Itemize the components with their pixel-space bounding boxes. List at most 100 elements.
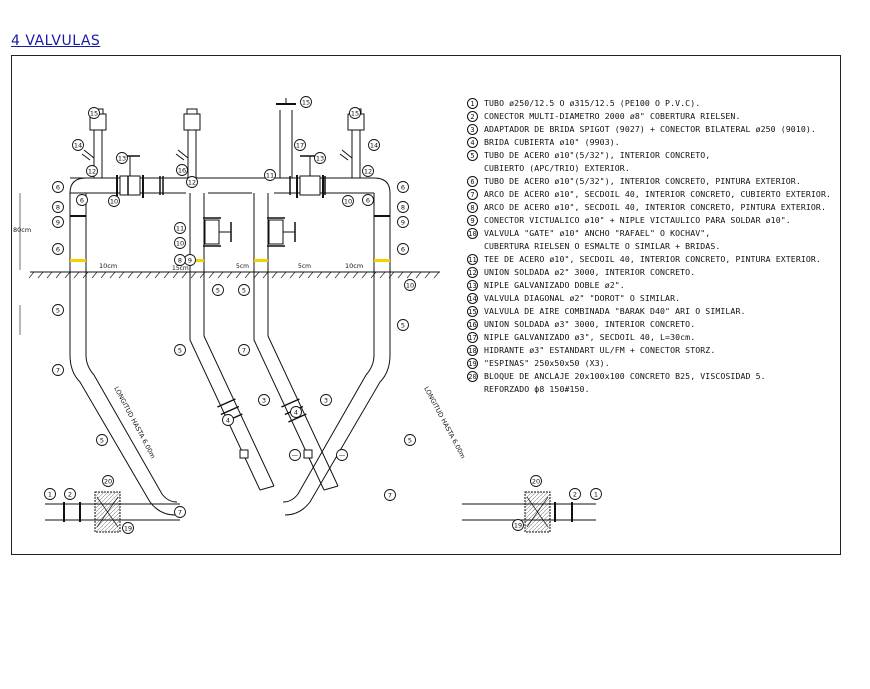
dimension-label: LONGITUD HASTA 6.00m xyxy=(422,385,467,460)
callout-number: 4 xyxy=(294,409,298,417)
ground-hatch xyxy=(109,271,116,279)
center-pipe xyxy=(189,330,261,491)
callout-number: 6 xyxy=(56,184,60,192)
legend-text: VALVULA DIAGONAL ø2" "DOROT" O SIMILAR. xyxy=(484,293,681,303)
callout-number: 6 xyxy=(56,246,60,254)
callout-circle xyxy=(174,254,186,266)
dimension-label: 10cm xyxy=(99,262,117,270)
callout-number: 5 xyxy=(408,437,412,445)
ground-hatch xyxy=(217,271,224,279)
ground-hatch xyxy=(190,271,197,279)
callout-circle xyxy=(86,165,98,177)
callout-circle xyxy=(52,364,64,376)
legend-text: UNION SOLDADA ø2" 3000, INTERIOR CONCRET… xyxy=(484,267,696,277)
callout-circle xyxy=(52,181,64,193)
callout-circle xyxy=(362,194,374,206)
legend-item: CUBERTURA RIELSEN O ESMALTE O SIMILAR + … xyxy=(467,240,831,253)
callout-circle xyxy=(397,201,409,213)
callout-number: 7 xyxy=(242,347,246,355)
diagonal-valve xyxy=(81,153,91,161)
callout-number: 20 xyxy=(104,478,112,486)
callout-number: 19 xyxy=(514,522,522,530)
callout-number: 12 xyxy=(188,179,196,187)
legend-text: VALVULA "GATE" ø10" ANCHO "RAFAEL" O KOC… xyxy=(484,228,711,238)
diagonal-valve xyxy=(175,153,185,161)
coupling xyxy=(220,405,240,416)
legend-number: 15 xyxy=(467,306,478,317)
ground-hatch xyxy=(73,271,80,279)
callout-circle xyxy=(44,488,56,500)
legend-number: 20 xyxy=(467,371,478,382)
ground-hatch xyxy=(433,271,440,279)
callout-circle xyxy=(174,237,186,249)
callout-number: 17 xyxy=(296,142,304,150)
coupling xyxy=(288,413,307,423)
callout-circle xyxy=(294,139,306,151)
callout-circle xyxy=(290,406,302,418)
callout-number: 13 xyxy=(118,155,126,163)
legend-text: CONECTOR VICTUALICO ø10" + NIPLE VICTAUL… xyxy=(484,215,791,225)
callout-number: 19 xyxy=(124,525,132,533)
ground-hatch xyxy=(271,271,278,279)
callout-circle xyxy=(52,304,64,316)
callout-circle xyxy=(174,344,186,356)
legend-number: 19 xyxy=(467,358,478,369)
reinforcement xyxy=(526,496,549,528)
center-pipe xyxy=(253,330,325,491)
pipe-end xyxy=(323,485,339,491)
gate-valve-body xyxy=(204,219,220,245)
diagonal-valve xyxy=(339,153,349,161)
callout-number: 11 xyxy=(266,172,274,180)
legend-text: ARCO DE ACERO ø10", SECDOIL 40, INTERIOR… xyxy=(484,202,826,212)
paint-band xyxy=(70,259,86,262)
ground-hatch xyxy=(136,271,143,279)
callout-number: 16 xyxy=(178,167,186,175)
outer-pipe xyxy=(69,354,177,516)
callout-circle xyxy=(96,434,108,446)
callout-circle xyxy=(238,284,250,296)
outer-pipe xyxy=(85,354,178,503)
callout-number: 7 xyxy=(388,492,392,500)
legend-text: CUBERTURA RIELSEN O ESMALTE O SIMILAR + … xyxy=(484,241,721,251)
callout-number: 12 xyxy=(364,168,372,176)
legend-text: ARCO DE ACERO ø10", SECDOIL 40, INTERIOR… xyxy=(484,189,832,199)
spigot-adapter xyxy=(239,449,249,459)
ground-hatch xyxy=(163,271,170,279)
legend-number: 14 xyxy=(467,293,478,304)
callout-number: 2 xyxy=(68,491,72,499)
callout-number: 1 xyxy=(594,491,598,499)
callout-number: 8 xyxy=(56,204,60,212)
coupling xyxy=(217,398,236,408)
legend-text: TUBO DE ACERO ø10"(5/32"), INTERIOR CONC… xyxy=(484,150,711,160)
callout-circle xyxy=(314,152,326,164)
callout-number: 2 xyxy=(573,491,577,499)
drawing-frame xyxy=(11,55,841,555)
callout-circle xyxy=(64,488,76,500)
callout-number: 5 xyxy=(56,307,60,315)
ground-hatch xyxy=(118,271,125,279)
paint-band xyxy=(190,259,204,262)
legend-text: "ESPINAS" 250x50x50 (X3). xyxy=(484,358,610,368)
callout-circle xyxy=(52,216,64,228)
callout-circle xyxy=(174,222,186,234)
callout-number: 6 xyxy=(366,197,370,205)
pipe-elbow xyxy=(373,177,391,194)
callout-number: 14 xyxy=(370,142,378,150)
callout-number: 7 xyxy=(56,367,60,375)
page-title: 4 VALVULAS xyxy=(11,33,101,49)
callout-circle xyxy=(212,284,224,296)
callout-circle xyxy=(258,394,270,406)
callout-circle xyxy=(174,506,186,518)
callout-circle xyxy=(176,164,188,176)
callout-number: 1 xyxy=(48,491,52,499)
callout-number: 7 xyxy=(178,509,182,517)
legend-text: BRIDA CUBIERTA ø10" (9903). xyxy=(484,137,620,147)
callout-number: 9 xyxy=(56,219,60,227)
callout-circle xyxy=(264,169,276,181)
callout-number: 6 xyxy=(401,246,405,254)
